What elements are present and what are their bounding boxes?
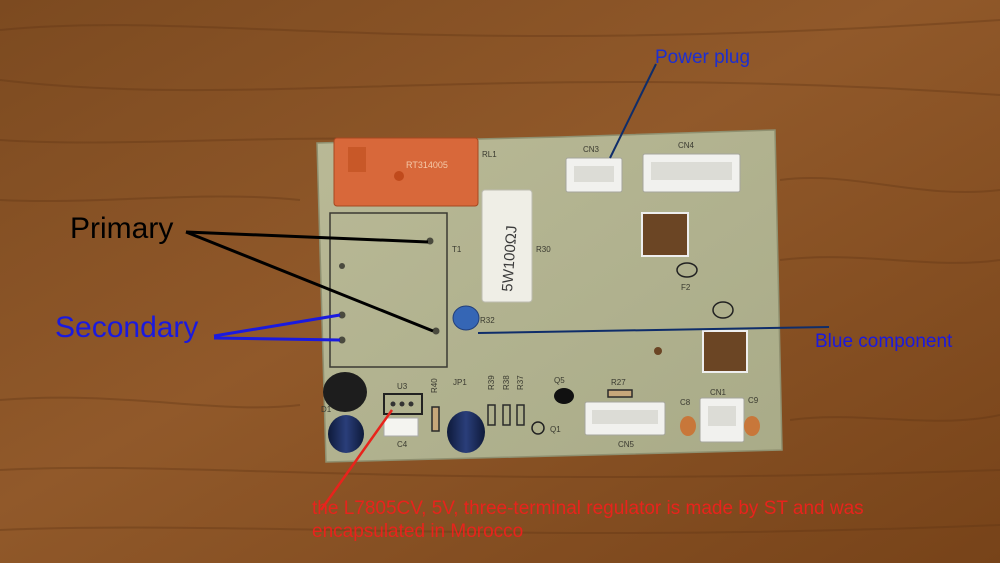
silk-cn3: CN3 <box>583 145 600 154</box>
power-resistor: 5W100ΩJ <box>481 189 533 303</box>
silk-d1: D1 <box>321 405 332 414</box>
annotation-primary: Primary <box>70 212 174 245</box>
annotation-power-plug: Power plug <box>655 47 751 68</box>
silk-rl1: RL1 <box>482 150 497 159</box>
transistor-q1 <box>531 421 545 435</box>
board-cutout <box>702 330 748 373</box>
ceramic-capacitor <box>744 416 760 436</box>
regulator-u3 <box>383 393 423 437</box>
ceramic-capacitor <box>680 416 696 436</box>
relay-rl1: RT314005 <box>333 137 479 207</box>
fuse-f2 <box>676 262 698 278</box>
silk-c8: C8 <box>680 398 691 407</box>
silk-c4: C4 <box>397 440 408 449</box>
silk-u3: U3 <box>397 382 408 391</box>
annotation-lines <box>185 63 830 511</box>
connector-cn3 <box>565 157 623 193</box>
annotation-secondary: Secondary <box>55 311 199 344</box>
silk-q5: Q5 <box>554 376 565 385</box>
blue-capacitor <box>452 305 480 331</box>
silk-r40: R40 <box>430 378 439 393</box>
silk-r37: R37 <box>516 375 525 390</box>
wood-grain <box>0 19 1000 535</box>
mount-hole <box>654 347 662 355</box>
electrolytic-capacitor <box>447 411 485 453</box>
connector-cn5 <box>584 401 666 436</box>
electrolytic-capacitor <box>328 415 364 453</box>
silk-cn4: CN4 <box>678 141 695 150</box>
resistor-marking: 5W100ΩJ <box>499 225 521 292</box>
bridge-rectifier <box>323 372 367 412</box>
transistor-q5 <box>554 388 574 404</box>
resistor-array <box>431 389 633 432</box>
silk-r27: R27 <box>611 378 626 387</box>
connector-cn1 <box>699 397 745 443</box>
relay-marking: RT314005 <box>406 160 448 170</box>
silk-q1: Q1 <box>550 425 561 434</box>
board-cutout <box>641 212 689 257</box>
silk-r32: R32 <box>480 316 495 325</box>
silk-jp1: JP1 <box>453 378 467 387</box>
silk-cn1: CN1 <box>710 388 727 397</box>
silk-r38: R38 <box>502 375 511 390</box>
connector-cn4 <box>642 153 741 193</box>
silk-t1: T1 <box>452 245 462 254</box>
silk-f2: F2 <box>681 283 691 292</box>
silk-r30: R30 <box>536 245 551 254</box>
silk-r39: R39 <box>487 375 496 390</box>
silk-cn5: CN5 <box>618 440 635 449</box>
component-footprint <box>712 301 734 319</box>
annotation-regulator: the L7805CV, 5V, three-terminal regulato… <box>312 498 864 543</box>
silk-c9: C9 <box>748 396 759 405</box>
annotation-blue-component: Blue component <box>815 331 953 352</box>
